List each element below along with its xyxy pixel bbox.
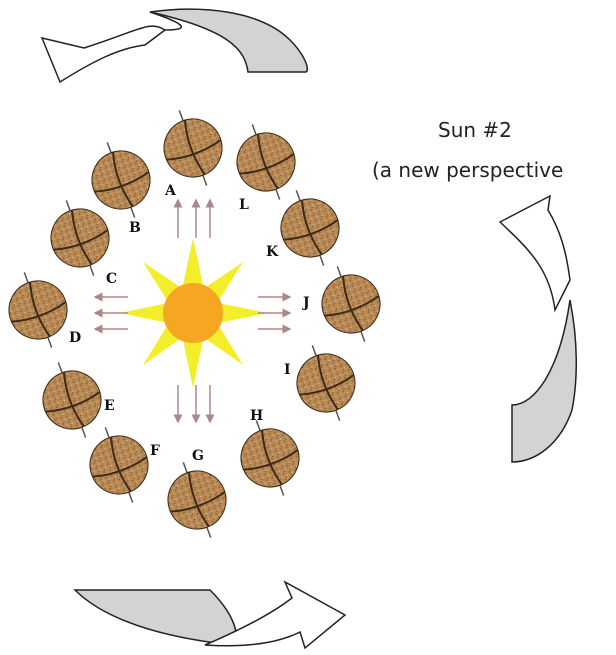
planet-icon-e [31, 352, 113, 447]
planet-icon-g [156, 452, 238, 547]
planet-icon-k [269, 180, 351, 275]
label-i: I [284, 362, 291, 378]
planet-icon-d [0, 262, 79, 357]
planet-icon-h [229, 410, 311, 505]
label-a: A [164, 183, 177, 199]
caption-subtitle: (a new perspective [372, 158, 563, 182]
caption-title: Sun #2 [438, 118, 512, 142]
label-k: K [266, 244, 279, 260]
label-j: J [301, 295, 310, 311]
label-h: H [250, 408, 263, 424]
planet-icon-f [78, 417, 160, 512]
sun-icon [120, 238, 268, 388]
curved-arrow-icon-bottom [75, 582, 345, 648]
label-e: E [104, 398, 115, 414]
planet-icon-j [310, 256, 392, 351]
planet-icon-l [225, 114, 307, 209]
curved-arrow-icon-top [42, 9, 307, 82]
curved-arrow-icon-right [500, 196, 576, 462]
label-d: D [69, 330, 81, 346]
label-f: F [150, 443, 160, 459]
planet-icon-i [285, 335, 367, 430]
label-g: G [192, 448, 204, 464]
planet-icon-a [152, 100, 234, 195]
label-c: C [106, 271, 117, 287]
label-l: L [239, 197, 249, 213]
label-b: B [129, 220, 141, 236]
